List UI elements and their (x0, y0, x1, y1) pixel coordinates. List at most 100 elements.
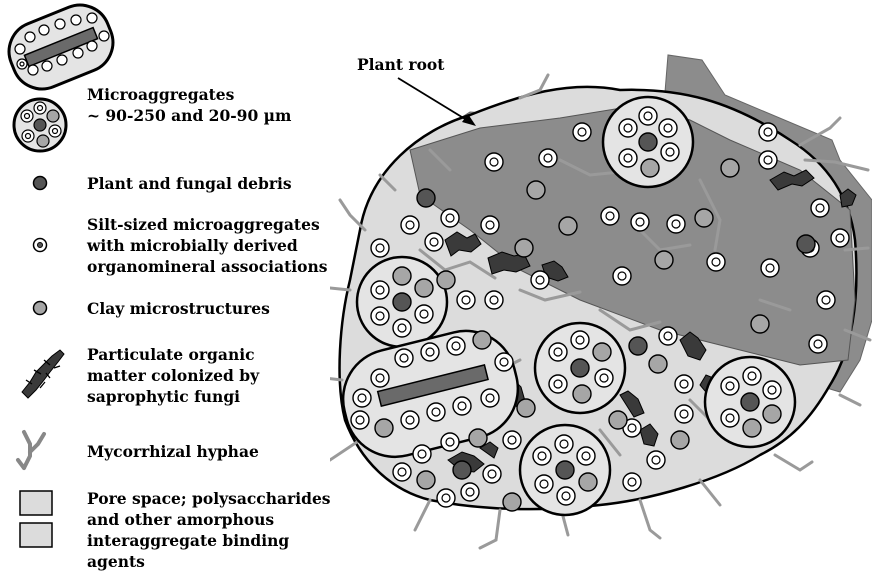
silt-particle-core (418, 450, 426, 458)
clay-particle (573, 385, 591, 403)
silt-particle-core (432, 408, 440, 416)
silt-particle-core (576, 336, 584, 344)
clay-particle (655, 251, 673, 269)
silt-particle-core (766, 264, 774, 272)
silt-particle-core (836, 234, 844, 242)
silt-particle-core (420, 310, 428, 318)
silt-particle-core (442, 494, 450, 502)
silt-particle-core (356, 416, 364, 424)
clay-particle (375, 419, 393, 437)
clay-microstructure-icon (34, 302, 47, 315)
silt-particle-core (764, 128, 772, 136)
clay-particle (417, 471, 435, 489)
silt-particle-core (376, 374, 384, 382)
silt-particle-core (540, 480, 548, 488)
legend-label-pore: Pore space; polysaccharides and other am… (87, 488, 345, 572)
silt-particle-core (628, 478, 636, 486)
legend-label-pom: Particulate organic matter colonized by … (87, 344, 259, 407)
silt-particle-core (508, 436, 516, 444)
silt-particle-core (764, 156, 772, 164)
round-microaggregate-icon (14, 99, 66, 151)
silt-particle-core (712, 258, 720, 266)
silt-particle-core (490, 296, 498, 304)
silt-particle-core (406, 416, 414, 424)
pom-fungi-icon (22, 350, 64, 398)
silt-particle-core (398, 468, 406, 476)
clay-particle (721, 159, 739, 177)
clay-particle (415, 279, 433, 297)
silt-particle-core (500, 358, 508, 366)
silt-particle-core (486, 394, 494, 402)
clay-particle (671, 431, 689, 449)
silt-particle-core (680, 410, 688, 418)
legend-label-debris: Plant and fungal debris (87, 173, 292, 194)
clay-particle (527, 181, 545, 199)
silt-particle-core (618, 272, 626, 280)
clay-particle (743, 419, 761, 437)
silt-particle-core (748, 372, 756, 380)
silt-particle-core (636, 218, 644, 226)
silt-particle-core (536, 276, 544, 284)
debris-particle (393, 293, 411, 311)
debris-particle (453, 461, 471, 479)
clay-particle (579, 473, 597, 491)
silt-particle-core (446, 214, 454, 222)
clay-particle (437, 271, 455, 289)
silt-particle-core (462, 296, 470, 304)
silt-particle-core (672, 220, 680, 228)
clay-particle (695, 209, 713, 227)
silt-particle-core (816, 204, 824, 212)
silt-particle-core (680, 380, 688, 388)
clay-particle (649, 355, 667, 373)
silt-particle-core (628, 424, 636, 432)
debris-particle (571, 359, 589, 377)
silt-particle-core (452, 342, 460, 350)
silt-particle-core (578, 128, 586, 136)
silt-particle-core (666, 148, 674, 156)
clay-particle (593, 343, 611, 361)
silt-particle-core (400, 354, 408, 362)
silt-particle-core (554, 380, 562, 388)
debris-particle (797, 235, 815, 253)
silt-particle-core (376, 286, 384, 294)
legend-label-silt: Silt-sized microaggregates with microbia… (87, 214, 328, 277)
silt-particle-core (488, 470, 496, 478)
legend-label-hyphae: Mycorrhizal hyphae (87, 441, 259, 462)
debris-particle (556, 461, 574, 479)
plant-root-arrow (398, 78, 470, 122)
clay-particle (515, 239, 533, 257)
silt-particle-core (664, 332, 672, 340)
silt-particle-core (358, 394, 366, 402)
legend-label-clay: Clay microstructures (87, 298, 270, 319)
silt-particle-core (458, 402, 466, 410)
hyphae-icon (18, 432, 44, 468)
silt-particle-core (490, 158, 498, 166)
silt-particle-core (582, 452, 590, 460)
silt-particle-core (652, 456, 660, 464)
clay-particle (763, 405, 781, 423)
clay-particle (641, 159, 659, 177)
silt-particle-core (538, 452, 546, 460)
binding-agents-icon (20, 523, 52, 547)
clay-particle (473, 331, 491, 349)
silt-particle-core (430, 238, 438, 246)
clay-particle (503, 493, 521, 511)
silt-particle-core (376, 244, 384, 252)
clay-particle (393, 267, 411, 285)
clay-particle (609, 411, 627, 429)
silt-particle-core (406, 221, 414, 229)
silt-microaggregate-icon (34, 239, 47, 252)
clay-particle (469, 429, 487, 447)
macroaggregate-diagram (330, 50, 872, 550)
debris-particle (639, 133, 657, 151)
legend: Microaggregates ~ 90-250 and 20-90 µm Pl… (0, 0, 345, 557)
silt-particle-core (544, 154, 552, 162)
silt-particle-core (606, 212, 614, 220)
silt-particle-core (562, 492, 570, 500)
pore-space-icon (20, 491, 52, 515)
silt-particle-core (726, 382, 734, 390)
silt-particle-core (624, 154, 632, 162)
silt-particle-core (486, 221, 494, 229)
debris-particle (741, 393, 759, 411)
silt-particle-core (624, 124, 632, 132)
